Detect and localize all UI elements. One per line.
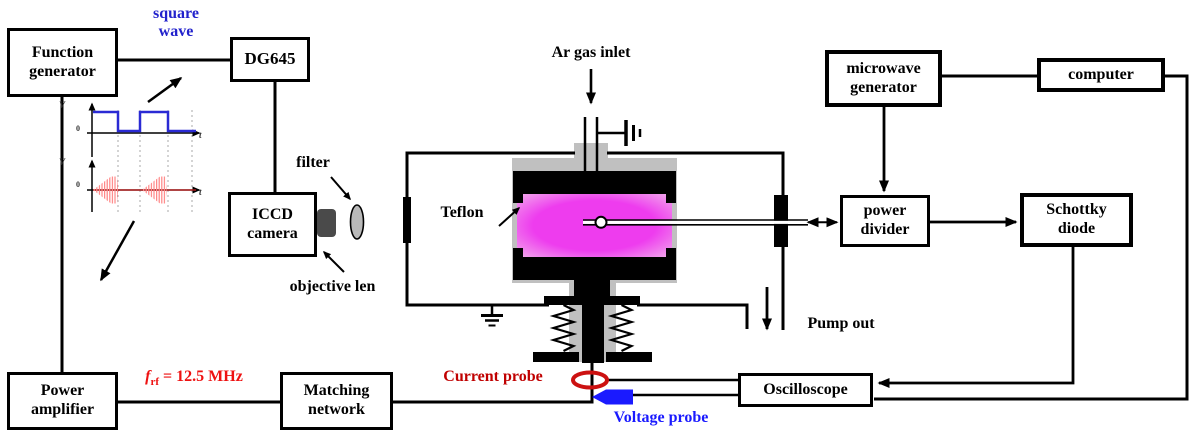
rf-plot-ylabel: V — [59, 157, 66, 167]
gas-inlet-pipe — [583, 117, 626, 172]
oscilloscope-box: Oscilloscope — [738, 373, 873, 407]
square-wave-label: square wave — [153, 5, 199, 41]
computer-to-oscilloscope-line — [874, 74, 1189, 401]
power-amplifier-label: Power amplifier — [30, 382, 95, 418]
sq-plot-xlabel: t — [199, 130, 202, 140]
vacuum-chamber — [512, 143, 677, 363]
matching-network-label: Matching network — [303, 382, 370, 418]
rf-frequency-symbol: f — [145, 368, 151, 385]
schottky-to-osc-arrow — [877, 247, 1075, 388]
current-probe-label: Current probe — [443, 368, 543, 385]
chamber-outer-walls — [405, 151, 785, 330]
square-wave-plot — [87, 102, 201, 212]
matching-network-box: Matching network — [280, 372, 393, 430]
objective-len-label: objective len — [289, 278, 376, 295]
microwave-generator-label: microwave generator — [846, 59, 921, 96]
objective-len-arrow — [322, 250, 345, 273]
ar-gas-inlet-label: Ar gas inlet — [551, 44, 631, 61]
current-probe-ring — [571, 370, 609, 390]
springs — [549, 304, 636, 352]
dg645-box: DG645 — [230, 37, 310, 82]
voltage-probe-label: Voltage probe — [613, 409, 709, 426]
camera-optics — [317, 204, 365, 240]
antenna-probe — [583, 215, 839, 229]
spring-left — [549, 304, 578, 352]
computer-box: computer — [1037, 58, 1165, 92]
oscilloscope-label: Oscilloscope — [763, 380, 848, 398]
power-divider-box: power divider — [840, 195, 930, 247]
schottky-diode-box: Schottky diode — [1020, 193, 1133, 247]
rf-burst-1 — [93, 176, 118, 204]
rf-frequency-label: frf = 12.5 MHz — [128, 368, 260, 389]
square-wave-trace — [93, 110, 196, 133]
plot-to-poweramp-arrow — [99, 220, 136, 282]
filter-arrow — [330, 176, 351, 201]
filter-lens-icon — [349, 204, 365, 240]
spring-right — [607, 304, 636, 352]
schottky-diode-label: Schottky diode — [1046, 201, 1107, 237]
connection-lines — [60, 58, 1189, 404]
filter-label: filter — [296, 154, 330, 171]
antenna-tip-ball — [594, 215, 608, 229]
plot-to-squarewave-arrow — [147, 76, 183, 104]
rf-burst-plot — [87, 159, 201, 212]
function-generator-box: Function generator — [7, 28, 118, 97]
iccd-camera-box: ICCD camera — [228, 192, 317, 257]
objective-lens-icon — [317, 209, 336, 237]
rf-frequency-sub: rf — [150, 376, 160, 389]
left-window — [403, 197, 411, 243]
iccd-camera-label: ICCD camera — [247, 205, 298, 242]
teflon-arrow — [498, 206, 521, 227]
microwave-generator-box: microwave generator — [825, 50, 942, 107]
rf-frequency-value: = 12.5 MHz — [159, 368, 243, 385]
pump-out-label: Pump out — [807, 315, 875, 332]
rf-plot-origin: 0 — [76, 180, 80, 189]
computer-label: computer — [1068, 65, 1134, 83]
rf-burst-2 — [142, 176, 167, 204]
arrow-connections — [877, 107, 1075, 388]
ground-symbol-top — [624, 120, 642, 146]
power-divider-label: power divider — [860, 202, 910, 238]
function-generator-label: Function generator — [29, 43, 96, 80]
power-amplifier-box: Power amplifier — [7, 372, 118, 430]
teflon-label: Teflon — [440, 204, 484, 221]
rf-plot-xlabel: t — [199, 187, 202, 197]
sq-plot-origin: 0 — [76, 124, 80, 133]
dg645-label: DG645 — [244, 49, 296, 69]
annotation-arrows — [99, 69, 596, 282]
sq-plot-ylabel: V — [59, 100, 66, 110]
ground-symbol-left — [481, 305, 503, 327]
voltage-probe-shape — [592, 389, 633, 405]
